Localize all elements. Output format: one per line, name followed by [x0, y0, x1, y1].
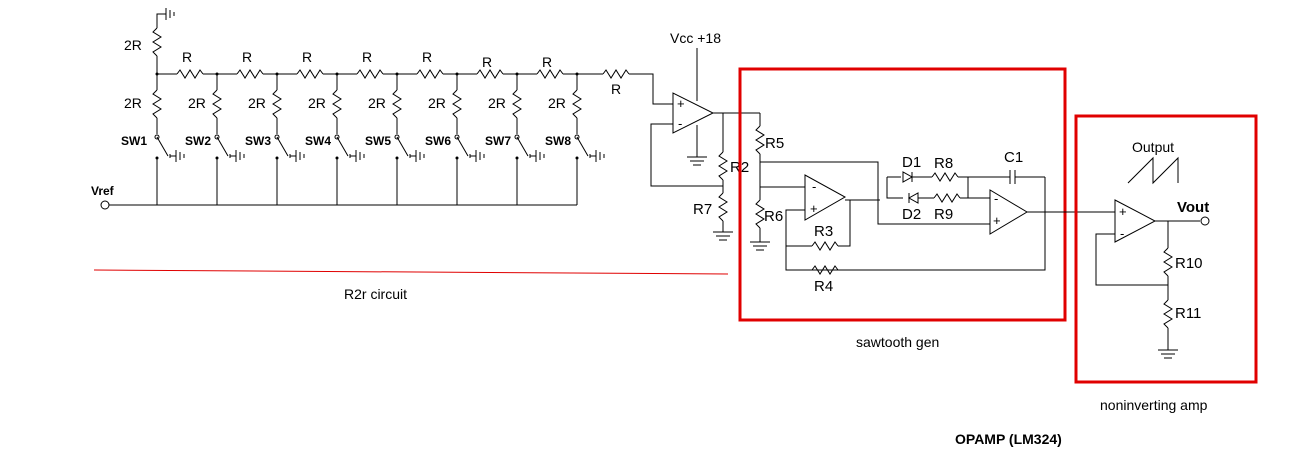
series-resistor-5 [416, 69, 444, 79]
shunt-resistor-3 [272, 89, 282, 119]
shunt-resistor-label-1: 2R [124, 95, 142, 111]
shunt-resistor-label-6: 2R [428, 95, 446, 111]
series-resistor-4 [356, 69, 384, 79]
shunt-resistor-7 [512, 89, 522, 119]
switch-label-5: SW5 [365, 134, 391, 148]
vcc-label: Vcc +18 [670, 30, 721, 46]
vref-label: Vref [91, 184, 115, 198]
switch-vref-dot-1 [155, 156, 159, 160]
r2r-ladder [100, 8, 605, 210]
switch-vref-dot-5 [395, 156, 399, 160]
shunt-resistor-5 [392, 89, 402, 119]
switch-blade-3 [276, 136, 289, 157]
noninverting-circuit [1095, 156, 1210, 359]
buffer-opamp [583, 48, 760, 187]
sawtooth-circuit [750, 113, 1115, 275]
sawtooth-gen-box [738, 67, 1067, 322]
series-resistor-label-5: R [422, 49, 432, 65]
opamp-footer: OPAMP (LM324) [955, 431, 1062, 447]
noninv-plus: + [1119, 204, 1127, 219]
shunt-resistor-label-7: 2R [488, 95, 506, 111]
saw-integrator-plus: + [993, 213, 1001, 228]
series-resistor-2 [236, 69, 264, 79]
r8-label: R8 [934, 155, 953, 172]
switch-blade-4 [336, 136, 349, 157]
buffer-minus: - [678, 116, 682, 131]
switch-vref-dot-3 [275, 156, 279, 160]
shunt-resistor-1 [152, 89, 162, 119]
series-resistor-label-6: R [482, 54, 492, 70]
series-resistor-3 [296, 69, 324, 79]
top-2r-resistor [152, 27, 162, 57]
saw-comparator-minus: - [812, 179, 816, 194]
saw-comparator-plus: + [810, 201, 818, 216]
r2r-caption: R2r circuit [344, 286, 407, 302]
switch-label-4: SW4 [305, 134, 331, 148]
switch-vref-dot-2 [215, 156, 219, 160]
switch-blade-2 [216, 136, 229, 157]
shunt-resistor-label-8: 2R [548, 95, 566, 111]
switch-label-7: SW7 [485, 134, 511, 148]
noninv-minus: - [1120, 226, 1124, 241]
series-resistor-label-7: R [542, 54, 552, 70]
c1-label: C1 [1004, 149, 1023, 166]
r2r-labels: R R R R R R R R 2R 2R 2R 2R 2R 2R 2R 2R … [121, 49, 621, 148]
r3-label: R3 [814, 223, 833, 240]
noninverting-amp-box [1074, 114, 1258, 384]
r2r-top-resistor-label: 2R [124, 37, 142, 53]
r7-label: R7 [693, 201, 712, 218]
vout-label: Vout [1177, 199, 1209, 216]
d2-label: D2 [902, 206, 921, 223]
switch-label-1: SW1 [121, 134, 147, 148]
switch-label-2: SW2 [185, 134, 211, 148]
switch-blade-6 [456, 136, 469, 157]
switch-label-3: SW3 [245, 134, 271, 148]
r10-label: R10 [1175, 255, 1203, 272]
r9-label: R9 [934, 206, 953, 223]
switch-vref-dot-8 [575, 156, 579, 160]
shunt-resistor-6 [452, 89, 462, 119]
shunt-resistor-2 [212, 89, 222, 119]
r5-label: R5 [765, 135, 784, 152]
switch-vref-dot-7 [515, 156, 519, 160]
series-resistor-label-1: R [182, 49, 192, 65]
r4-label: R4 [814, 278, 833, 295]
switch-label-6: SW6 [425, 134, 451, 148]
saw-integrator-minus: - [994, 191, 998, 206]
switch-blade-1 [156, 136, 169, 157]
d1-label: D1 [902, 154, 921, 171]
shunt-resistor-label-3: 2R [248, 95, 266, 111]
noninverting-caption: noninverting amp [1100, 397, 1208, 413]
r6-label: R6 [764, 208, 783, 225]
series-resistor-label-8: R [611, 81, 621, 97]
series-resistor-1 [176, 69, 204, 79]
series-resistor-label-2: R [242, 49, 252, 65]
buffer-plus: + [677, 96, 685, 111]
switch-vref-dot-4 [335, 156, 339, 160]
sawtooth-caption: sawtooth gen [856, 334, 939, 350]
switch-vref-dot-6 [455, 156, 459, 160]
top-gnd-wire [156, 13, 166, 28]
switch-blade-8 [576, 136, 589, 157]
r2-r7-network [713, 113, 733, 241]
switch-label-8: SW8 [545, 134, 571, 148]
shunt-resistor-8 [572, 89, 582, 119]
switch-blade-5 [396, 136, 409, 157]
r2r-underline [93, 269, 729, 275]
vref-terminal [100, 200, 110, 210]
r11-label: R11 [1175, 305, 1201, 322]
shunt-resistor-label-5: 2R [368, 95, 386, 111]
output-label: Output [1132, 139, 1174, 155]
series-resistor-label-3: R [302, 49, 312, 65]
series-resistor-6 [476, 69, 504, 79]
shunt-resistor-4 [332, 89, 342, 119]
shunt-resistor-label-4: 2R [308, 95, 326, 111]
shunt-resistor-label-2: 2R [188, 95, 206, 111]
series-resistor-7 [536, 69, 564, 79]
series-resistor-label-4: R [362, 49, 372, 65]
switch-blade-7 [516, 136, 529, 157]
